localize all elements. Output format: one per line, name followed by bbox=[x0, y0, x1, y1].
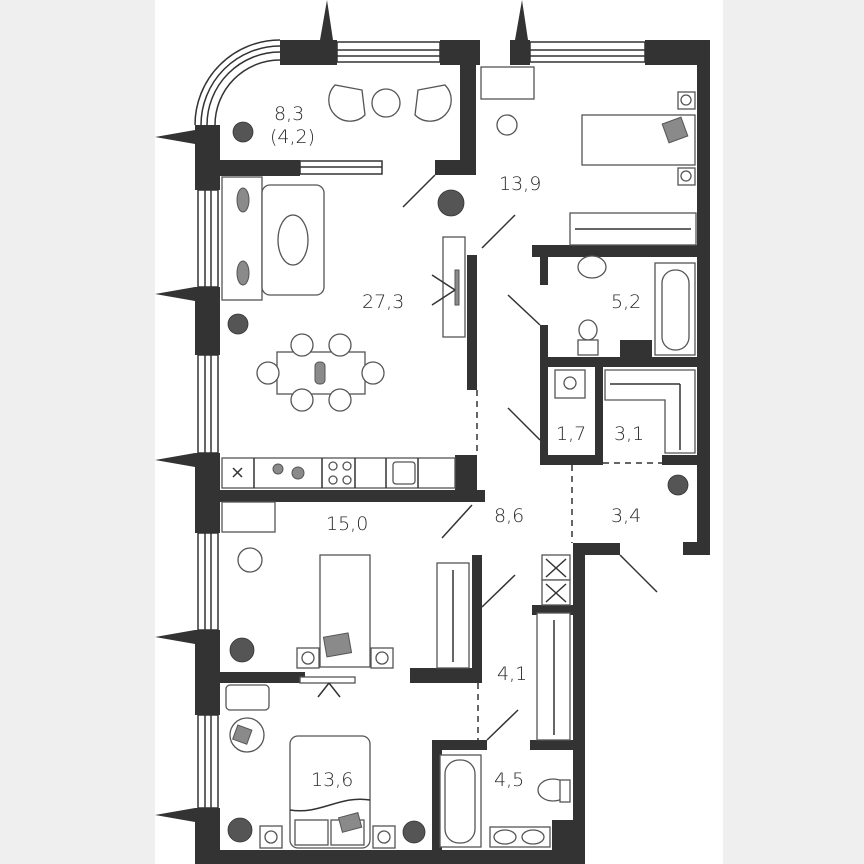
area-label-bedroom-sw: 13,6 bbox=[311, 769, 353, 791]
window-markers bbox=[155, 0, 528, 822]
area-label-wc: 1,7 bbox=[556, 423, 586, 445]
area-label-balcony: 8,3 bbox=[274, 103, 304, 125]
plant-icons bbox=[227, 121, 689, 844]
doors bbox=[402, 174, 662, 741]
area-label-bathroom-1: 5,2 bbox=[611, 291, 641, 313]
area-label-corridor: 4,1 bbox=[497, 663, 527, 685]
area-label-bedroom-w: 15,0 bbox=[326, 513, 368, 535]
area-label-hall-east: 3,4 bbox=[611, 505, 641, 527]
room-labels: 8,3 (4,2) 13,9 27,3 5,2 1,7 3,1 3,4 8,6 … bbox=[270, 103, 644, 791]
windows bbox=[194, 39, 646, 809]
area-sublabel-balcony: (4,2) bbox=[270, 126, 315, 148]
area-label-hallway: 8,6 bbox=[494, 505, 524, 527]
furniture bbox=[221, 66, 697, 849]
area-label-wardrobe: 3,1 bbox=[614, 423, 644, 445]
area-label-living-kitchen: 27,3 bbox=[362, 291, 404, 313]
area-label-bathroom-2: 4,5 bbox=[494, 769, 524, 791]
walls bbox=[195, 40, 710, 864]
area-label-bedroom-ne: 13,9 bbox=[499, 173, 541, 195]
